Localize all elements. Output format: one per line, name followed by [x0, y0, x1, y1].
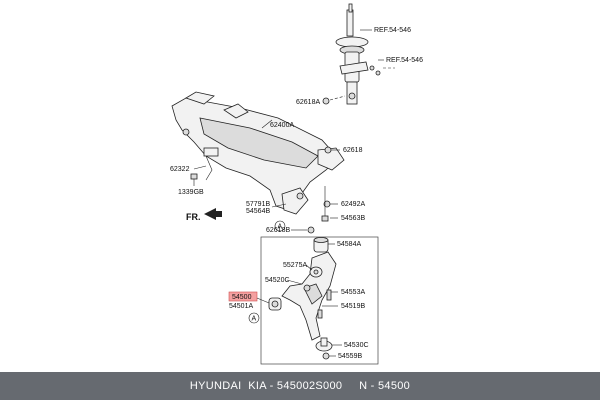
lower-control-arm [268, 237, 337, 360]
label-54563B: 54563B [341, 215, 365, 222]
label-55275A: 55275A [283, 262, 307, 269]
label-62492A: 62492A [341, 201, 365, 208]
subframe-crossmember [171, 91, 345, 215]
ref-mid-label: REF.54-546 [386, 57, 423, 64]
footer-text: HYUNDAI KIA - 545002S000 N - 54500 [189, 380, 411, 392]
label-54501A: 54501A [229, 303, 253, 310]
label-54520C: 54520C [265, 277, 290, 284]
label-62618A: 62618A [296, 99, 320, 106]
label-54584A: 54584A [337, 241, 361, 248]
parts-diagram: REF.54-546 REF.54-546 62618A 62400A 6261… [170, 3, 423, 365]
callout-a-top: A [278, 224, 283, 231]
label-54530C: 54530C [344, 342, 369, 349]
label-54519B: 54519B [341, 303, 365, 310]
lower-arm-detail-box [260, 236, 379, 365]
strut-assembly [335, 3, 381, 105]
label-57791B: 57791B [246, 201, 270, 208]
label-62618B: 62618B [266, 227, 290, 234]
label-54500: 54500 [232, 294, 252, 301]
highlight-54500 [228, 291, 258, 302]
label-62322: 62322 [170, 166, 190, 173]
ref-top-label: REF.54-546 [374, 27, 411, 34]
label-54553A: 54553A [341, 289, 365, 296]
part-number-footer: HYUNDAI KIA - 545002S000 N - 54500 [0, 372, 600, 400]
callout-a-bottom: A [252, 316, 257, 323]
label-62400A: 62400A [270, 122, 294, 129]
label-54559B: 54559B [338, 353, 362, 360]
front-direction-icon: FR. [186, 208, 222, 222]
label-1339GB: 1339GB [178, 189, 204, 196]
label-54564B: 54564B [246, 208, 270, 215]
fr-label: FR. [186, 212, 201, 222]
label-62618: 62618 [343, 147, 363, 154]
